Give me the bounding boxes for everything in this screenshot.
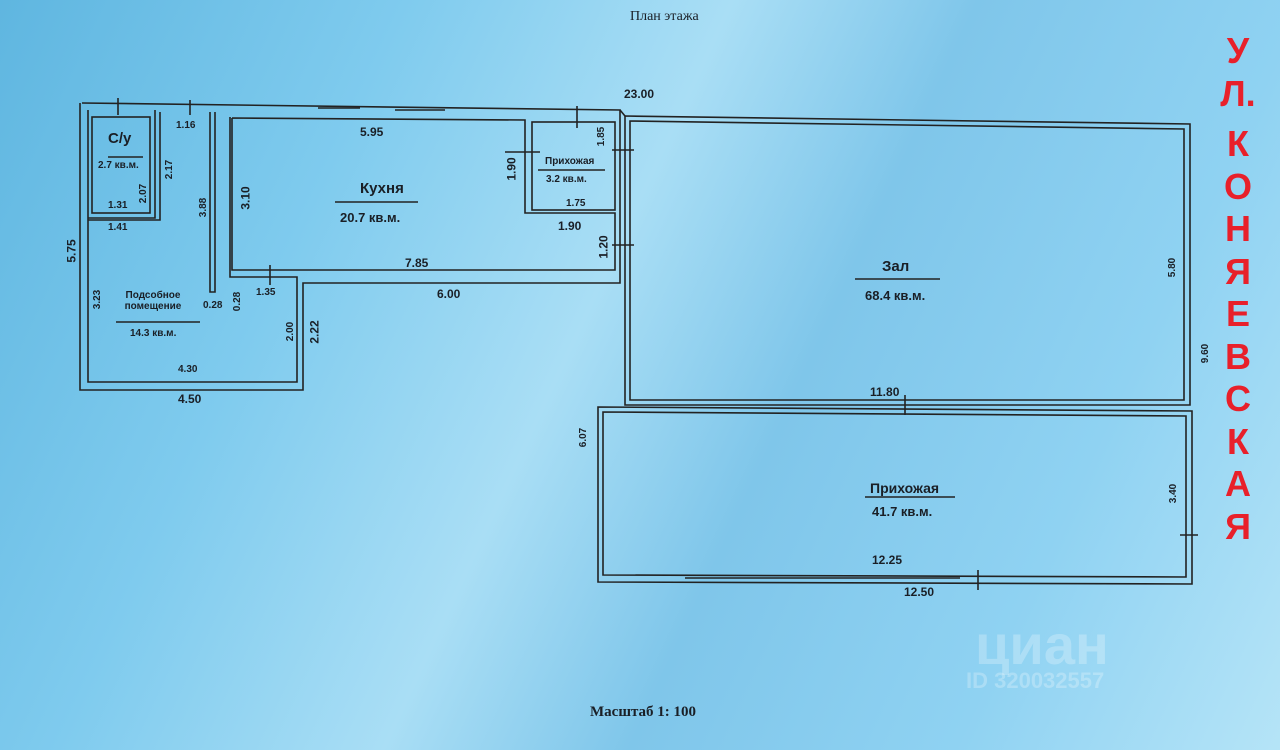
dim: 5.75: [64, 239, 79, 263]
watermark-brand: циан: [975, 613, 1109, 676]
inner-wall-left: [87, 110, 298, 383]
street-letter: К: [1227, 420, 1249, 462]
dim: 5.80: [1167, 257, 1179, 278]
dim: 1.31: [108, 200, 128, 211]
dim: 6.07: [578, 427, 590, 448]
hall-small-name: Прихожая: [545, 156, 595, 167]
street-letter: Я: [1225, 505, 1251, 547]
street-letter: Е: [1225, 293, 1250, 334]
wc-area: 2.7 кв.м.: [98, 160, 139, 171]
dim: 1.85: [596, 126, 608, 147]
living-area: 68.4 кв.м.: [865, 288, 926, 303]
dim: 1.75: [566, 198, 586, 209]
dim: 1.20: [596, 235, 611, 259]
dim: 23.00: [624, 87, 655, 101]
dim: 4.50: [178, 392, 202, 406]
street-letter: У: [1226, 30, 1250, 71]
hall-small-room: [531, 121, 616, 211]
dim: 2.17: [164, 159, 176, 180]
dim: 12.50: [904, 585, 935, 599]
dim: 4.30: [178, 364, 198, 375]
dim: 9.60: [1200, 343, 1212, 364]
dim: 2.07: [138, 183, 150, 204]
utility-name: Подсобное помещение: [124, 290, 182, 312]
dim: 5.95: [360, 125, 384, 139]
dim: 12.25: [872, 553, 903, 567]
hall-big-area: 41.7 кв.м.: [872, 504, 933, 519]
dim: 11.80: [870, 385, 900, 399]
dim: 7.85: [405, 256, 429, 270]
living-room: [624, 115, 1191, 406]
dim: 0.28: [232, 291, 244, 312]
street-letter: С: [1225, 378, 1251, 419]
wc-name: С/у: [108, 130, 132, 147]
dim: 3.23: [92, 289, 104, 310]
dim: 1.35: [256, 287, 276, 298]
dim: 6.00: [437, 287, 461, 301]
dim: 1.90: [558, 219, 582, 233]
living-name: Зал: [882, 258, 910, 275]
street-letter: О: [1223, 165, 1252, 207]
dim: 2.00: [285, 321, 297, 342]
dim: 1.16: [176, 120, 196, 131]
utility-area: 14.3 кв.м.: [130, 328, 177, 339]
kitchen-area: 20.7 кв.м.: [340, 210, 401, 225]
scale-label: Масштаб 1: 100: [590, 704, 697, 720]
dim: 3.88: [198, 197, 210, 218]
street-letter: Л.: [1220, 72, 1256, 114]
dim: 0.28: [203, 300, 223, 311]
plan-title: План этажа: [630, 9, 699, 24]
kitchen-room: [231, 117, 616, 271]
hall-big-room: [597, 406, 1193, 585]
street-letter: Я: [1225, 250, 1251, 292]
street-letter: А: [1225, 463, 1251, 504]
dim: 2.22: [307, 320, 322, 344]
kitchen-name: Кухня: [360, 180, 404, 197]
wc-room: [91, 116, 151, 214]
watermark-id: ID 320032557: [966, 668, 1105, 693]
hall-small-area: 3.2 кв.м.: [546, 174, 587, 185]
dim: 1.90: [504, 157, 519, 181]
street-name: У Л. К О Н Я Е В С К А Я: [1218, 30, 1258, 548]
hall-big-name: Прихожая: [870, 480, 940, 496]
dim: 1.41: [108, 222, 128, 233]
dim: 3.40: [1168, 483, 1180, 504]
street-letter: Н: [1225, 208, 1251, 249]
outer-wall-left: [79, 102, 621, 391]
dim: 3.10: [238, 186, 253, 210]
street-letter: В: [1225, 335, 1251, 377]
street-letter: К: [1227, 123, 1249, 164]
